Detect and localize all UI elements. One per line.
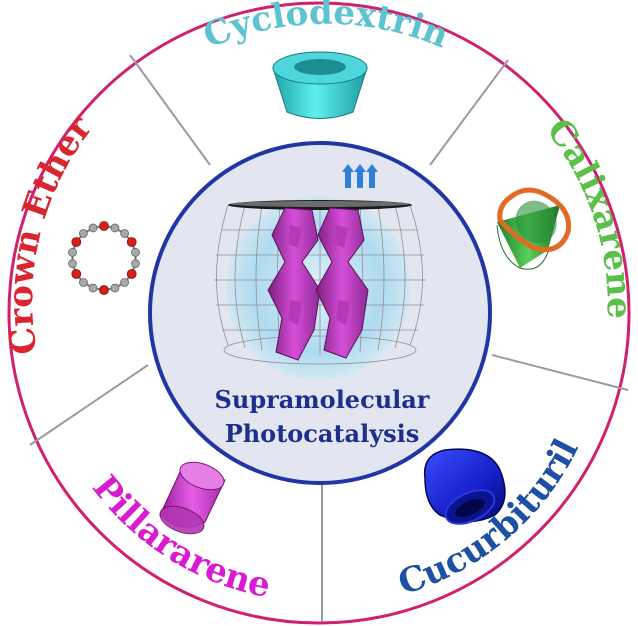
oxygen-atom: [126, 237, 137, 247]
center-title-line1: Supramolecular: [215, 385, 430, 414]
carbon-atom: [79, 278, 88, 287]
carbon-atom: [68, 248, 77, 257]
carbon-atom: [120, 229, 129, 238]
center-title-line2: Photocatalysis: [225, 419, 420, 448]
carbon-atom: [120, 278, 129, 287]
oxygen-atom: [99, 221, 109, 231]
oxygen-atom: [126, 269, 137, 279]
cucurbituril-barrel-icon: [423, 448, 506, 525]
oxygen-atom: [71, 237, 82, 247]
carbon-atom: [88, 223, 98, 233]
carbon-atom: [110, 223, 120, 233]
oxygen-atom: [99, 285, 109, 295]
cyclodextrin-truncated-cone-icon: [272, 51, 368, 119]
oxygen-atom: [71, 269, 82, 279]
carbon-atom: [131, 259, 140, 268]
crown-ether-ring-icon: [68, 221, 140, 295]
carbon-atom: [131, 248, 140, 257]
carbon-atom: [110, 283, 120, 293]
catalyst-molecule-stacks-icon: [267, 207, 369, 361]
pillararene-cylinder-icon: [159, 461, 226, 535]
calixarene-cup-icon: [496, 187, 572, 270]
carbon-atom: [68, 259, 77, 268]
light-arrows-icon: [342, 164, 378, 188]
carbon-atom: [88, 283, 98, 293]
carbon-atom: [79, 229, 88, 238]
divider-lines: [29, 54, 629, 622]
